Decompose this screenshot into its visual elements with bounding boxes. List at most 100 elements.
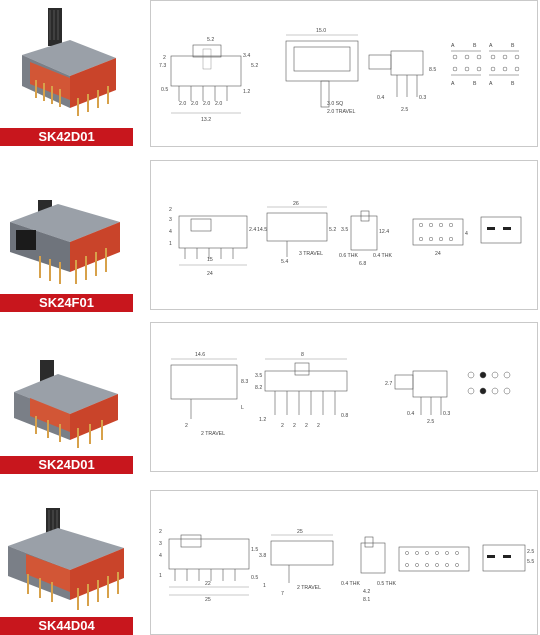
dimension-label: B — [511, 81, 515, 87]
dimension-label: A — [489, 81, 493, 87]
dimension-label: 8 — [301, 352, 304, 358]
dimension-label: 13.2 — [201, 117, 211, 123]
dimension-label: 0.8 — [341, 413, 348, 419]
product-row-sk44d04: SK44D04 2 3 4 1 1.5 0.5 22 25 3.8 25 1 7… — [0, 484, 540, 635]
technical-drawing-sk24f01: 2 3 4 1 2.4 24 15 14.5 26 5.2 3 TRAVEL 5… — [169, 201, 522, 277]
dimension-label: 2.4 — [249, 227, 256, 233]
dimension-label: 0.4 THK — [341, 581, 360, 587]
dimension-label: 2 — [317, 423, 320, 429]
product-photo — [0, 160, 133, 292]
dimension-label: 2.5 — [401, 107, 408, 113]
dimension-label: B — [473, 81, 477, 87]
product-row-sk24f01: SK24F01 2 3 4 1 2.4 24 15 14.5 26 5.2 3 … — [0, 160, 540, 312]
technical-drawing-sk44d04: 2 3 4 1 1.5 0.5 22 25 3.8 25 1 7 2 TRAVE… — [159, 529, 534, 603]
dimension-label: 0.3 — [419, 95, 426, 101]
product-photo — [0, 484, 133, 617]
dimension-label: 2.5 — [427, 419, 434, 425]
model-label: SK44D04 — [0, 617, 133, 635]
dimension-label: 5.4 — [281, 259, 288, 265]
dimension-label: 2 TRAVEL — [297, 585, 321, 591]
dimension-label: 4 — [465, 231, 468, 237]
dimension-label: 0.3 — [443, 411, 450, 417]
dimension-label: 2 — [169, 207, 172, 213]
dimension-label: 2 TRAVEL — [201, 431, 225, 437]
dimension-label: 1.5 — [251, 547, 258, 553]
switch-photo-illustration — [10, 200, 120, 284]
dimension-label: B — [473, 43, 477, 49]
dimension-label: A — [451, 43, 455, 49]
dimension-label: 3 — [169, 217, 172, 223]
dimension-label: 2.0 — [179, 101, 186, 107]
dimension-label: 8.3 — [241, 379, 248, 385]
model-label: SK24D01 — [0, 456, 133, 474]
dimension-label: 0.5 THK — [377, 581, 396, 587]
model-label: SK42D01 — [0, 128, 133, 146]
switch-photo-illustration — [8, 508, 124, 610]
dimension-label: 0.5 — [161, 87, 168, 93]
dimension-label: 5.2 — [207, 37, 214, 43]
dimension-label: 2 — [305, 423, 308, 429]
dimension-label: 7 — [281, 591, 284, 597]
dimension-label: 3.4 — [243, 53, 250, 59]
dimension-label: 1 — [159, 573, 162, 579]
dimension-label: 3.5 — [341, 227, 348, 233]
dimension-label: 24 — [207, 271, 213, 277]
dimension-label: 1 — [169, 241, 172, 247]
dimension-label: 25 — [205, 597, 211, 603]
dimension-label: 0.4 — [407, 411, 414, 417]
product-row-sk24d01: SK24D01 14.6 8.3 L 2 2 TRAVEL 8 3.5 8.2 … — [0, 322, 540, 474]
dimension-label: 8.5 — [429, 67, 436, 73]
dimension-label: 24 — [435, 251, 441, 257]
dimension-label: 0.5 — [251, 575, 258, 581]
dimension-label: 2.0 — [203, 101, 210, 107]
dimension-label: 8.2 — [255, 385, 262, 391]
dimension-label: 1.2 — [243, 89, 250, 95]
dimension-label: 5.5 — [527, 559, 534, 565]
dimension-label: 22 — [205, 581, 211, 587]
dimension-label: 14.6 — [195, 352, 205, 358]
product-photo — [0, 0, 133, 128]
dimension-label: 1.2 — [259, 417, 266, 423]
dimension-label: L — [241, 405, 244, 411]
dimension-drawing: 14.6 8.3 L 2 2 TRAVEL 8 3.5 8.2 1.2 2 2 … — [150, 322, 538, 472]
dimension-label: 2 — [159, 529, 162, 535]
model-label: SK24F01 — [0, 294, 133, 312]
dimension-label: B — [511, 43, 515, 49]
dimension-label: 6.8 — [359, 261, 366, 267]
dimension-label: 4 — [169, 229, 172, 235]
dimension-label: 8.1 — [363, 597, 370, 603]
switch-photo-illustration — [14, 360, 118, 448]
dimension-label: 0.4 THK — [373, 253, 392, 259]
product-photo — [0, 322, 133, 454]
dimension-label: 3 — [159, 541, 162, 547]
technical-drawing-sk42d01: 5.2 7.3 2 3.4 5.2 0.5 2.0 2.0 2.0 2.0 1.… — [159, 28, 520, 123]
technical-drawing-sk24d01: 14.6 8.3 L 2 2 TRAVEL 8 3.5 8.2 1.2 2 2 … — [170, 352, 511, 437]
dimension-label: 2.5 — [527, 549, 534, 555]
dimension-label: 2 — [185, 423, 188, 429]
dimension-drawing: 2 3 4 1 1.5 0.5 22 25 3.8 25 1 7 2 TRAVE… — [150, 490, 538, 635]
dimension-label: 4.2 — [363, 589, 370, 595]
dimension-label: 0.4 — [377, 95, 384, 101]
dimension-label: 2 — [293, 423, 296, 429]
dimension-drawing: 5.2 7.3 2 3.4 5.2 0.5 2.0 2.0 2.0 2.0 1.… — [150, 0, 538, 147]
dimension-label: 4 — [159, 553, 162, 559]
switch-photo-illustration — [22, 8, 116, 116]
dimension-label: 2.7 — [385, 381, 392, 387]
dimension-label: 2.0 TRAVEL — [327, 109, 355, 115]
dimension-label: 2.0 — [215, 101, 222, 107]
dimension-label: 5.2 — [251, 63, 258, 69]
dimension-label: 5.2 — [329, 227, 336, 233]
dimension-label: 15 — [207, 257, 213, 263]
dimension-label: 2.0 — [191, 101, 198, 107]
dimension-label: 7.3 — [159, 63, 166, 69]
dimension-label: 3.0 SQ — [327, 101, 343, 107]
dimension-drawing: 2 3 4 1 2.4 24 15 14.5 26 5.2 3 TRAVEL 5… — [150, 160, 538, 310]
dimension-label: 26 — [293, 201, 299, 207]
dimension-label: 1 — [263, 583, 266, 589]
dimension-label: 2 — [281, 423, 284, 429]
dimension-label: 14.5 — [257, 227, 267, 233]
dimension-label: 0.6 THK — [339, 253, 358, 259]
dimension-label: 15.0 — [316, 28, 326, 34]
product-row-sk42d01: SK42D01 5.2 7.3 2 3.4 5.2 0.5 2.0 2.0 2.… — [0, 0, 540, 150]
dimension-label: 2 — [163, 55, 166, 61]
